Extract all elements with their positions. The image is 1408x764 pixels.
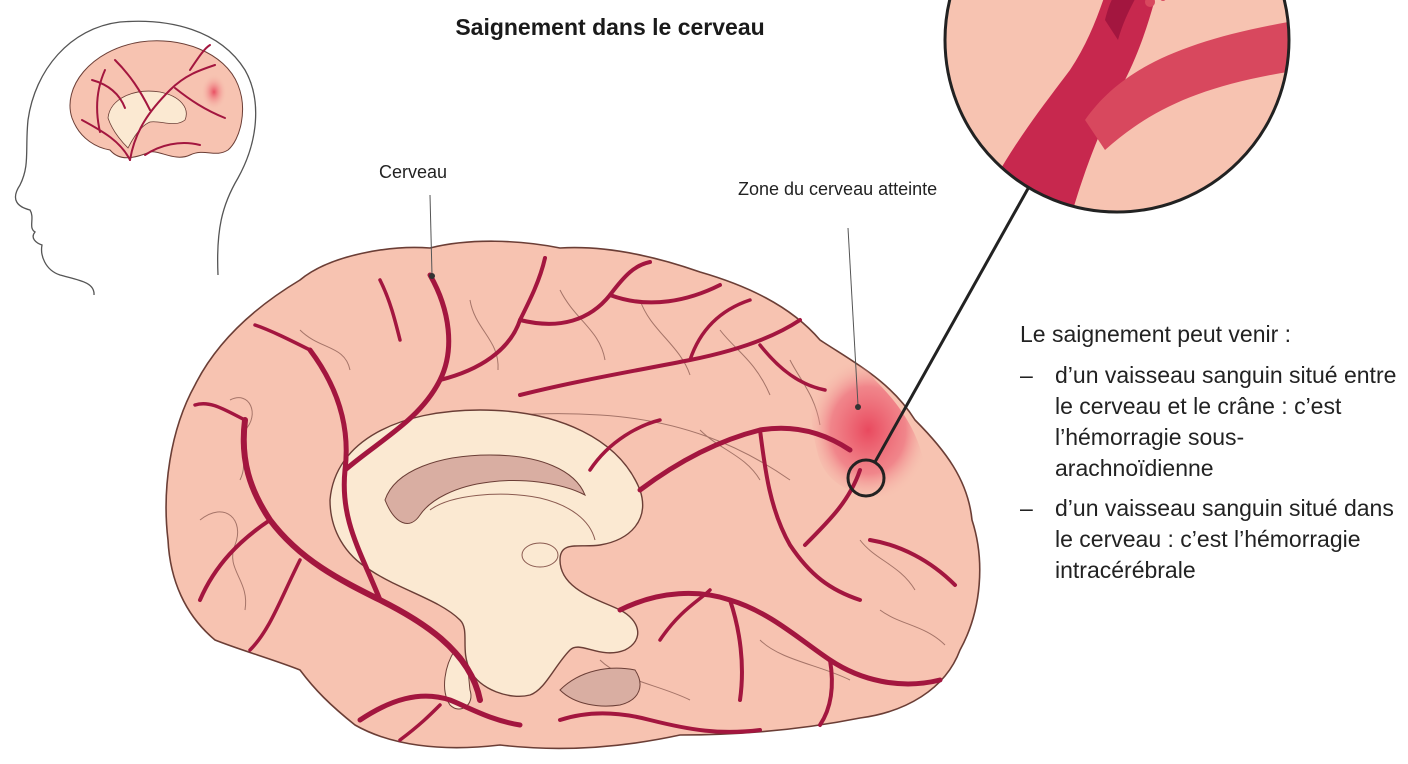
zoom-inset	[940, 0, 1300, 220]
brain-label: Cerveau	[379, 161, 447, 183]
affected-zone-label: Zone du cerveau atteinte	[738, 178, 958, 200]
explanation-intro: Le saignement peut venir :	[1020, 319, 1400, 350]
page-title: Saignement dans le cerveau	[300, 14, 920, 41]
list-item: d’un vaisseau sanguin situé dans le cerv…	[1020, 493, 1400, 586]
brain-label-dot	[429, 273, 435, 279]
head-thumbnail	[15, 21, 255, 295]
explanation-list: d’un vaisseau sanguin situé entre le cer…	[1020, 360, 1400, 586]
list-item: d’un vaisseau sanguin situé entre le cer…	[1020, 360, 1400, 484]
thumbnail-bleed	[201, 74, 227, 110]
zone-label-dot	[855, 404, 861, 410]
zoom-bleed-drop	[1136, 6, 1144, 14]
explanation-panel: Le saignement peut venir : d’un vaisseau…	[1020, 319, 1400, 595]
brain-main	[166, 185, 1030, 748]
zoom-connector	[875, 185, 1030, 462]
